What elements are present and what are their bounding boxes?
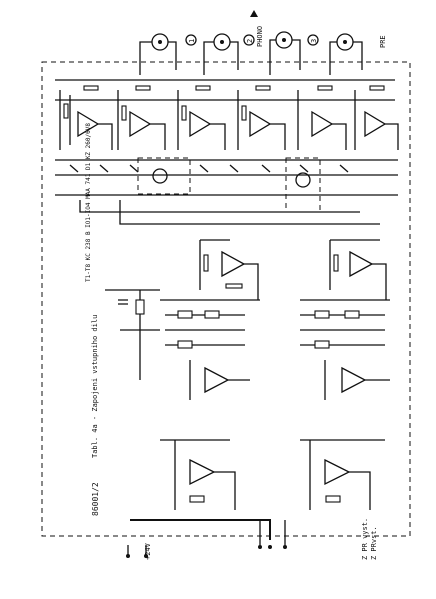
input-connector-3: PHONO 3 (256, 26, 319, 75)
output-bus (126, 519, 287, 558)
supply-rail-left (105, 289, 160, 380)
tone-network-left (165, 310, 250, 400)
module-frame (41, 61, 411, 537)
output-label-right: Z PRvst. (370, 526, 378, 560)
tone-network-right (300, 310, 390, 400)
amplifier-mid-left (160, 239, 260, 301)
caption-text: Tabl. 4a - Zapojeni vstupniho dilu (91, 315, 99, 458)
drawing-number: 86001/2 (91, 482, 100, 516)
input-label-2: 2 (246, 39, 254, 43)
input-connector-2: 2 (203, 33, 255, 75)
input-connector-4: PRE (329, 33, 387, 75)
amplifier-mid-right (300, 239, 390, 301)
switch-box-right (285, 157, 321, 213)
input-label-1: 1 (188, 39, 196, 43)
input-label-5: PRE (379, 35, 387, 48)
switch-box-left (137, 157, 191, 195)
registration-mark (250, 10, 258, 17)
amplifier-output-left (160, 439, 236, 510)
input-label-3: PHONO (256, 26, 264, 47)
supply-label: +24V (144, 542, 152, 560)
input-stage-row (55, 79, 399, 150)
input-label-4: 3 (310, 39, 318, 43)
amplifier-output-right (300, 439, 385, 510)
input-connector-1: 1 (139, 33, 197, 75)
selector-switch-row (55, 157, 398, 225)
output-label-left: Z PR vyst. (361, 518, 369, 560)
ic-block-label: T1-T8 KC 238 B IO1-IO4 MAA 741 D1 KZ 260… (85, 123, 92, 282)
